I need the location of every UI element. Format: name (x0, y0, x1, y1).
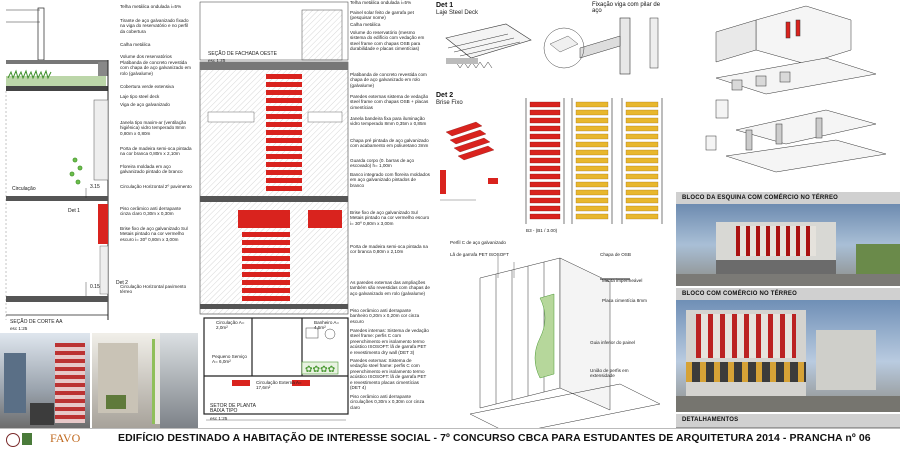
plan-title: SETOR DE PLANTA BAIXA TIPO (210, 403, 256, 415)
logo-marks (6, 431, 46, 447)
annotation-note: Painel solar feito de garrafa pet (pesqu… (350, 10, 414, 21)
wall-system-detail (469, 256, 661, 428)
wall-detail-callout: Manta impermeável (602, 278, 643, 283)
plan-circulation: Circulação A= 2,0m² (216, 320, 245, 331)
annotation-note: Telha metálica ondulada i=5% (350, 0, 412, 5)
annotation-note: Chapa pré pintada de aço galvanizado com… (350, 138, 429, 149)
board-title: EDIFÍCIO DESTINADO A HABITAÇÃO DE INTERE… (118, 432, 871, 444)
red-brise-elevation (529, 101, 561, 220)
annotation-note: Janela tipo maxim-ar (ventilação higiêni… (120, 120, 187, 136)
annotation-note: Brise fixo de aço galvanizado Sul Metais… (350, 210, 430, 226)
annotation-note: Piso cerâmico anti derrapante cinza clar… (120, 206, 182, 217)
plan-service: Pequeno Serviço A= 6,0m² (212, 354, 247, 365)
plan-scale: esc 1:25 (210, 416, 228, 421)
annotation-note: Guarda corpo (0. barras de aço escovado)… (350, 158, 415, 169)
section-aa-drawing (5, 7, 109, 320)
svg-text:✿✿✿✿: ✿✿✿✿ (305, 365, 336, 375)
floor-plan-drawing: ✿✿✿✿ (203, 317, 349, 421)
annotation-note: Brise fixo de aço galvanizado Sul Metais… (120, 226, 188, 242)
annotation-note: Platibanda de concreto revestida com cha… (350, 72, 427, 88)
facade-title: SEÇÃO DE FACHADA OESTE (208, 51, 277, 57)
annotation-note: Volume do reservatório (mesmo sistema do… (350, 30, 425, 52)
det1-subtitle: Laje Steel Deck (436, 10, 479, 16)
footer-bar: FAVO EDIFÍCIO DESTINADO A HABITAÇÃO DE I… (0, 428, 900, 449)
wall-detail-callout: Guia inferior do painel (590, 340, 635, 345)
annotation-note: Calha metálica (120, 42, 151, 47)
annotation-note: As paredes externas das ampliações també… (350, 280, 430, 296)
plan-bathroom: Banheiro A= 4,5m² (314, 320, 340, 331)
det1-title: Det 1 (436, 2, 454, 9)
elevation-label: B3 - (B1 / 3.00) (526, 228, 558, 233)
annotation-note: Paredes internas: Sistema de vedação ste… (350, 328, 429, 355)
det1-label: Det 1 (68, 208, 80, 214)
det2-subtitle: Brise Fixo (436, 100, 463, 106)
annotation-note: Piso cerâmico anti derrapante banheiro 0… (350, 308, 420, 324)
annotation-note: Circulação Horizontal 2º pavimento (120, 184, 192, 189)
plan-external-circulation: Circulação Externa A= 17,6m² (256, 380, 302, 391)
brise-detail (440, 121, 498, 201)
annotation-note: Floreira moldada em aço galvanizado pint… (120, 164, 183, 175)
dimension-015: 0.15 (90, 284, 100, 290)
wall-detail-callout: Placa cimentícia 8mm (602, 298, 647, 303)
favo-logo: FAVO (50, 431, 81, 445)
det2-label: Det 2 (116, 280, 128, 286)
brise-elevations (525, 98, 663, 224)
circulation-label: Circulação (12, 186, 36, 192)
steel-deck-detail (445, 23, 532, 69)
wall-detail-callout: Chapa de OSB (600, 252, 631, 257)
facade-scale: esc 1:25 (208, 58, 226, 63)
west-facade-drawing (199, 1, 349, 315)
wall-detail-callout: Perfil C de aço galvanizado (450, 240, 506, 245)
annotation-note: Viga de aço galvanizado (120, 102, 170, 107)
axonometric-views (705, 5, 887, 173)
annotation-note: Cobertura verde extensiva (120, 84, 174, 89)
annotation-note: Telha metálica ondulada i=5% (120, 4, 182, 9)
annotation-note: Calha metálica (350, 22, 381, 27)
annotation-note: Paredes externas sistema de vedação stee… (350, 94, 429, 110)
annotation-note: Platibanda de concreto revestida com cha… (120, 60, 191, 76)
annotation-note: Banco integrado com floreira moldados em… (350, 172, 430, 188)
commercial-block-render (676, 300, 900, 412)
interior-render-1 (0, 333, 90, 428)
annotation-note: Janela bandeira fixa para iluminação vid… (350, 116, 427, 127)
facade-notes: Telha metálica ondulada i=5% Painel solar… (350, 0, 432, 428)
beam-column-detail (543, 17, 659, 75)
section-aa-scale: esc 1:25 (10, 326, 28, 331)
annotation-note: Circulação Horizontal pavimento térreo (120, 284, 187, 295)
annotation-note: Porta de madeira semi-oca pintada na cor… (350, 244, 428, 255)
section-aa-notes: Telha metálica ondulada i=5% Tirante de a… (120, 2, 194, 302)
annotation-note: Tirante de aço galvanizado fixado na vig… (120, 18, 189, 34)
wall-detail-callout: União de perfis em extensidade (590, 368, 629, 379)
annotation-note: Porta de madeira semi-oca pintada na cor… (120, 146, 192, 157)
corner-block-render (676, 204, 900, 286)
annotation-note: Piso cerâmico anti derrapante circulaçõe… (350, 394, 425, 410)
interior-render-3 (160, 333, 198, 428)
section-aa-title: SEÇÃO DE CORTE AA (10, 319, 63, 325)
wall-detail-notes: Perfil C de aço galvanizado Lã de garrafa… (440, 238, 672, 428)
wall-detail-callout: Lã de garrafa PET ISOSOFT (450, 252, 509, 257)
dimension-315: 3.15 (90, 184, 100, 190)
annotation-note: Laje tipo steel deck (120, 94, 160, 99)
det2-title: Det 2 (436, 92, 454, 99)
render-band-details: DETALHAMENTOS (676, 414, 900, 428)
annotation-note: Paredes externas: Sistema de vedação ste… (350, 358, 427, 391)
annotation-note: Volume dos reservatórios (120, 54, 172, 59)
fixation-title: Fixação viga com pilar de aço (592, 2, 661, 14)
